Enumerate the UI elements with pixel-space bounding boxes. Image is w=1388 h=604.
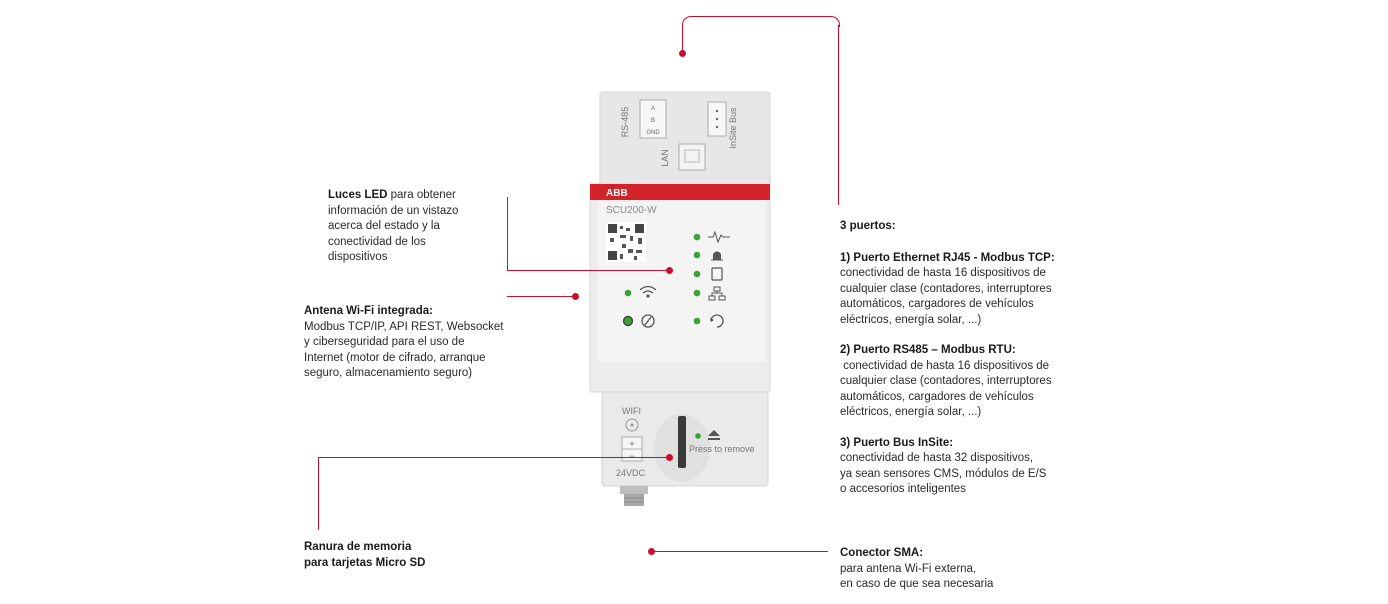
sma-connector [620,486,648,506]
sd-callout-dot [666,454,673,461]
port-1-line: automáticos, cargadores de vehículos [840,298,1034,310]
brand-band [590,184,770,200]
sma-callout-title: Conector SMA: [840,547,924,559]
wifi-label: WIFI [622,406,641,416]
reset-icon [641,314,655,328]
led-callout-dot [666,267,673,274]
wifi-callout-line: Internet (motor de cifrado, arranque [304,351,486,364]
led-callout-line: acerca del estado y la [328,220,440,232]
led-callout-first-rest: para obtener [387,189,456,201]
rs485-pin-a: A [651,106,655,112]
port-1-line: conectividad de hasta 16 dispositivos de [840,267,1046,279]
refresh-icon [710,314,724,328]
port-1-line: cualquier clase (contadores, interruptor… [840,282,1052,295]
wifi-callout-line: y ciberseguridad para el uso de [304,336,465,348]
rs485-terminal [639,99,667,139]
sma-callout-line: en caso de que sea necesaria [840,578,994,590]
minus-sign: − [629,451,634,461]
port-3-title: 3) Puerto Bus InSite: [840,436,954,449]
eject-icon [708,430,720,440]
plus-sign: + [629,439,634,449]
wifi-icon [639,285,657,298]
led-callout: Luces LED para obtener información de un… [328,188,458,266]
bell-icon [711,251,723,261]
sma-callout-dot [648,548,655,555]
wifi-callout-line [507,296,576,298]
rs485-label: RS-485 [620,107,630,138]
sma-callout: Conector SMA: para antena Wi-Fi externa,… [840,546,993,593]
led-callout-line: dispositivos [328,251,388,263]
port-2-line: conectividad de hasta 16 dispositivos de [840,359,1050,372]
sd-callout-line-v [318,457,320,530]
sd-card-icon [711,267,723,281]
sd-callout: Ranura de memoria para tarjetas Micro SD [304,540,425,571]
port-1-title: 1) Puerto Ethernet RJ45 - Modbus TCP: [840,251,1055,264]
ports-callout-line-v2 [838,25,840,205]
wifi-callout-line: seguro, almacenamiento seguro) [304,367,473,379]
ports-callout: 3 puertos: 1) Puerto Ethernet RJ45 - Mod… [840,219,1055,498]
model-label: SCU200-W [606,205,657,216]
port-3-line: o accesorios inteligentes [840,483,966,495]
sd-callout-line-h [318,457,670,459]
lan-port [678,143,706,171]
ports-heading: 3 puertos: [840,220,896,232]
voltage-label: 24VDC [616,468,646,478]
sd-callout-line: Ranura de memoria [304,541,412,553]
sd-slot [678,416,686,468]
network-icon [708,286,726,301]
wifi-callout-line: Modbus TCP/IP, API REST, Websocket [304,320,504,333]
wifi-button [625,418,639,432]
led-callout-line-h [507,270,670,272]
wifi-callout-title: Antena Wi-Fi integrada: [304,305,433,317]
port-2-line: eléctricos, energía solar, ...) [840,406,982,418]
top-terminal-block [599,91,771,187]
lan-label: LAN [660,149,670,167]
led-callout-line: información de un vistazo [328,204,459,217]
ports-callout-corner-1 [682,16,693,27]
brand-logo: ABB [606,188,628,199]
rs485-pin-gnd: GND [646,130,660,136]
ports-callout-dot [679,50,686,57]
sd-callout-line: para tarjetas Micro SD [304,556,426,569]
led-callout-title: Luces LED [328,189,388,201]
ports-callout-line-v1 [682,24,684,53]
led-callout-line: conectividad de los [328,235,426,248]
wifi-callout-dot [572,293,579,300]
port-2-line: automáticos, cargadores de vehículos [840,390,1034,403]
activity-icon [708,230,730,244]
press-to-remove-label: Press to remove [689,444,755,454]
wifi-callout: Antena Wi-Fi integrada: Modbus TCP/IP, A… [304,304,503,382]
port-1-line: eléctricos, energía solar, ...) [840,313,982,326]
sma-callout-line: para antena Wi-Fi externa, [840,562,977,575]
ports-callout-line-h [692,16,830,18]
port-2-line: cualquier clase (contadores, interruptor… [840,375,1052,387]
led-callout-line-v [507,197,509,271]
port-2-title: 2) Puerto RS485 – Modbus RTU: [840,344,1016,356]
port-3-line: conectividad de hasta 32 dispositivos, [840,452,1034,464]
qr-code [606,222,646,262]
led-indicators [622,233,701,327]
sma-callout-line [652,551,828,553]
ports-callout-corner-2 [829,16,840,27]
port-3-line: ya sean sensores CMS, módulos de E/S [840,467,1047,480]
insite-bus-label: InSite Bus [728,107,738,149]
rs485-pin-b: B [651,118,655,124]
